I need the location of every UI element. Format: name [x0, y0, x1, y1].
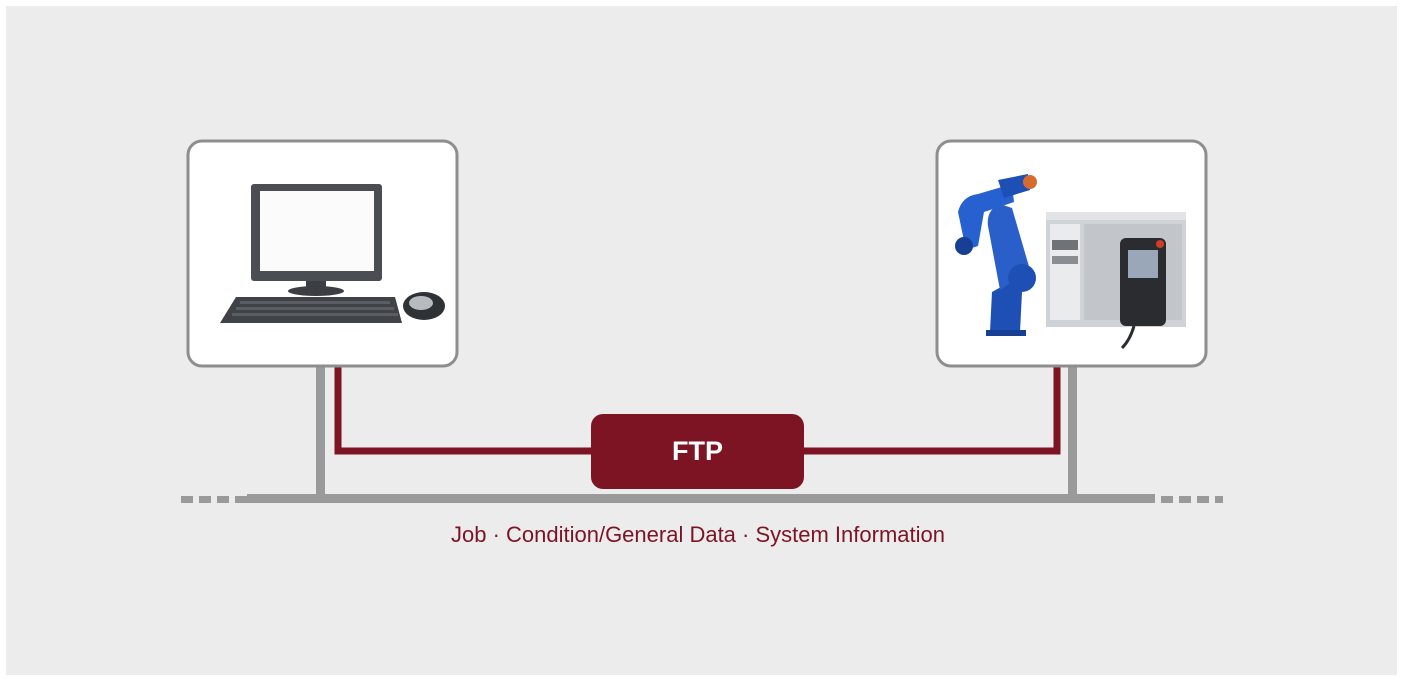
- left-drop-line: [316, 366, 325, 498]
- robot-with-controller-icon: [955, 174, 1186, 350]
- right-drop-line: [1068, 366, 1077, 498]
- network-bus: [181, 494, 1223, 503]
- desktop-computer-icon: [220, 184, 445, 323]
- data-types-caption: Job · Condition/General Data · System In…: [450, 522, 945, 547]
- ftp-box: [591, 414, 804, 489]
